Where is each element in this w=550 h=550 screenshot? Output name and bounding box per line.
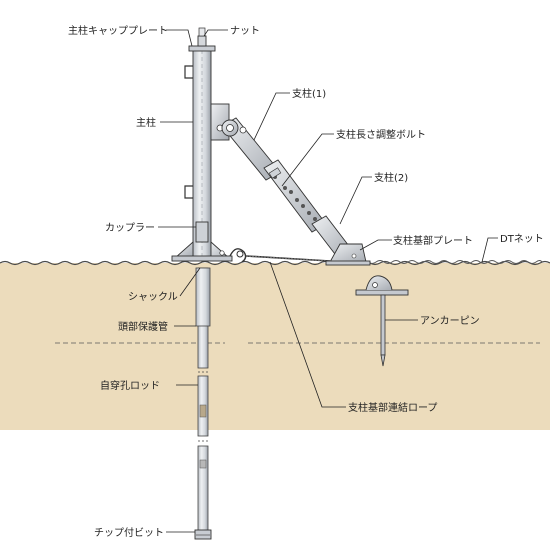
label-strut-length-bolt: 支柱長さ調整ボルト — [336, 128, 426, 141]
ground-area — [0, 263, 550, 430]
label-anchor-pin: アンカーピン — [420, 315, 480, 327]
label-strut-base-rope: 支柱基部連結ロープ — [348, 401, 437, 414]
anchor-pin — [355, 275, 409, 367]
label-strut-1: 支柱(1) — [292, 87, 326, 100]
label-self-drilling-rod: 自穿孔ロッド — [100, 379, 160, 392]
label-head-protection-pipe: 頭部保護管 — [118, 320, 168, 333]
strut-base-plate — [325, 243, 371, 266]
main-post-base-plate — [171, 240, 233, 262]
main-post-cap-plate — [188, 45, 216, 52]
label-tip-bit: チップ付ビット — [94, 526, 164, 539]
label-main-post-cap-plate: 主柱キャッププレート — [68, 24, 168, 37]
shackle — [229, 248, 247, 263]
label-dt-net: DTネット — [500, 233, 544, 245]
coupler — [195, 221, 209, 243]
ground-surface-line — [0, 260, 550, 266]
label-strut-base-plate: 支柱基部プレート — [393, 234, 473, 247]
label-strut-2: 支柱(2) — [374, 171, 408, 184]
dt-net-line — [359, 260, 543, 264]
label-coupler: カップラー — [105, 222, 155, 234]
head-protection-pipe — [195, 267, 211, 327]
leader-lines — [158, 29, 498, 533]
tip-bit — [194, 529, 212, 540]
label-nut: ナット — [230, 25, 260, 37]
label-main-post: 主柱 — [136, 116, 156, 129]
nut — [197, 35, 207, 47]
label-shackle: シャックル — [128, 291, 178, 303]
